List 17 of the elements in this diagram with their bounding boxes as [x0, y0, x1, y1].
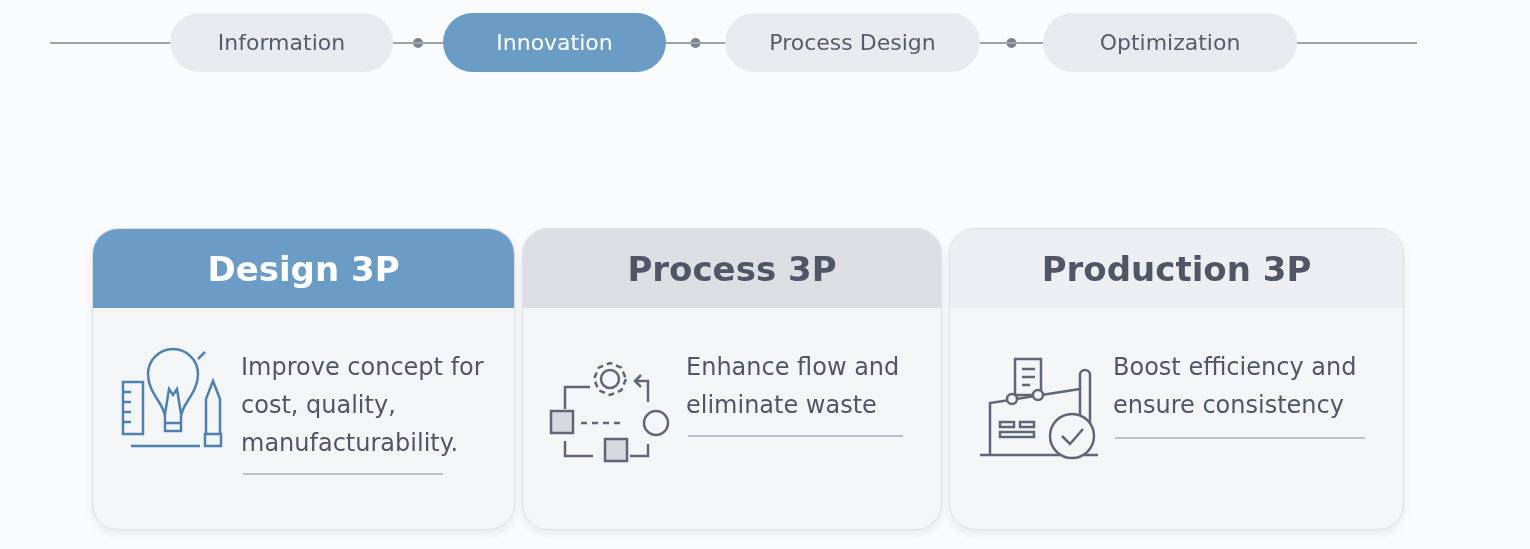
step-pill: Process Design	[725, 13, 980, 72]
step-pill: Information	[170, 13, 393, 72]
card-description: Improve concept for cost, quality, manufacturability.	[241, 352, 485, 459]
card-heading: Process 3P	[523, 229, 941, 308]
connector-with-dot	[979, 42, 1044, 44]
card-heading: Production 3P	[950, 229, 1403, 308]
card-description: Boost efficiency and ensure consistency	[1113, 352, 1358, 421]
connector-line	[49, 42, 171, 44]
active-step-pill: Innovation	[443, 13, 666, 72]
card-heading: Design 3P	[93, 229, 514, 308]
info-card	[949, 228, 1404, 530]
info-card	[522, 228, 942, 530]
step-pill: Optimization	[1043, 13, 1297, 72]
info-card	[92, 228, 515, 530]
card-description: Enhance flow and eliminate waste	[686, 352, 901, 421]
connector-with-dot	[392, 42, 444, 44]
connector-line	[1296, 42, 1418, 44]
